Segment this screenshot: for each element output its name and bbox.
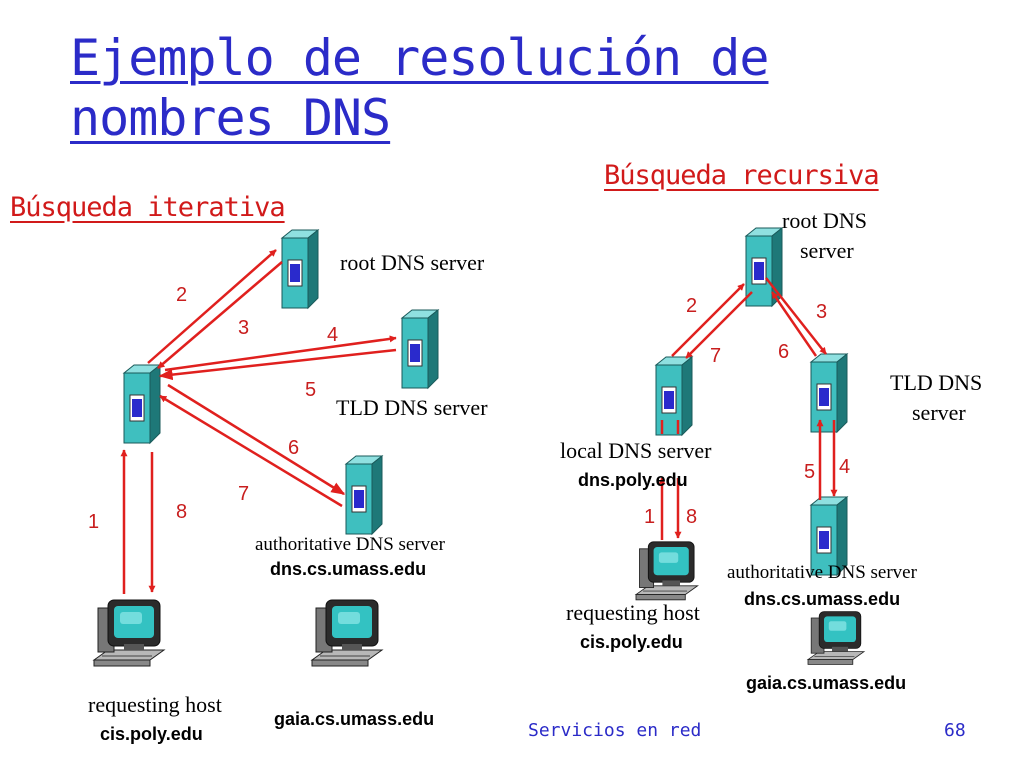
arrow-2 <box>147 249 277 364</box>
server-icon <box>281 229 319 309</box>
arrow-5 <box>158 348 397 381</box>
arrow-6 <box>770 291 818 357</box>
recursive-arrows <box>658 277 838 540</box>
iter-gaia-host: gaia.cs.umass.edu <box>274 709 434 729</box>
arrow-7 <box>159 394 343 508</box>
rec-step-3: 3 <box>816 301 827 323</box>
arrow-3 <box>157 261 283 369</box>
iter-auth-host: dns.cs.umass.edu <box>270 559 426 579</box>
iter-auth-label: authoritative DNS server <box>255 534 446 555</box>
rec-step-6: 6 <box>778 341 789 363</box>
rec-auth-host: dns.cs.umass.edu <box>744 589 900 609</box>
rec-local-host: dns.poly.edu <box>578 470 688 490</box>
iter-step-4: 4 <box>327 324 338 346</box>
recursive-requesting-computer <box>635 541 699 601</box>
iter-step-5: 5 <box>305 379 316 401</box>
rec-requesting-host: cis.poly.edu <box>580 632 683 652</box>
rec-auth-label: authoritative DNS server <box>727 562 918 583</box>
rec-root-label-2: server <box>800 238 854 263</box>
recursive-gaia-computer <box>807 611 865 665</box>
iter-step-1: 1 <box>88 511 99 533</box>
server-icon <box>123 364 161 444</box>
rec-step-4: 4 <box>839 456 850 478</box>
iterative-requesting-computer <box>93 599 165 667</box>
iterative-auth-server <box>345 455 383 535</box>
rec-step-7: 7 <box>710 345 721 367</box>
iter-root-label: root DNS server <box>340 250 485 275</box>
slide-title: Ejemplo de resolución de nombres DNS <box>70 29 769 147</box>
footer-section-name: Servicios en red <box>528 720 702 741</box>
rec-step-2: 2 <box>686 295 697 317</box>
arrow-7 <box>685 291 753 359</box>
rec-local-label: local DNS server <box>560 438 712 463</box>
rec-step-8: 8 <box>686 506 697 528</box>
iter-step-7: 7 <box>238 483 249 505</box>
iter-requesting-label: requesting host <box>88 692 222 717</box>
computer-icon <box>635 541 699 601</box>
iterative-heading: Búsqueda iterativa <box>10 192 286 223</box>
server-icon <box>345 455 383 535</box>
rec-tld-label-1: TLD DNS <box>890 370 982 395</box>
iterative-root-server <box>281 229 319 309</box>
iterative-local-server <box>123 364 161 444</box>
rec-requesting-label: requesting host <box>566 600 700 625</box>
arrow-3 <box>765 277 827 355</box>
server-icon <box>810 353 848 433</box>
page-number: 68 <box>944 720 966 741</box>
iterative-tld-server <box>401 309 439 389</box>
iter-step-3: 3 <box>238 317 249 339</box>
arrow-2 <box>671 283 745 357</box>
computer-icon <box>93 599 165 667</box>
iter-step-8: 8 <box>176 501 187 523</box>
computer-icon <box>311 599 383 667</box>
rec-root-label-1: root DNS <box>782 208 867 233</box>
recursive-heading: Búsqueda recursiva <box>604 160 880 191</box>
iterative-arrows <box>120 249 397 594</box>
rec-step-5: 5 <box>804 461 815 483</box>
rec-gaia-host: gaia.cs.umass.edu <box>746 673 906 693</box>
server-icon <box>401 309 439 389</box>
iterative-gaia-computer <box>311 599 383 667</box>
arrow-4 <box>164 335 397 372</box>
computer-icon <box>807 611 865 665</box>
arrow-6 <box>167 383 346 496</box>
recursive-tld-server <box>810 353 848 433</box>
iter-requesting-host: cis.poly.edu <box>100 724 203 744</box>
iter-step-6: 6 <box>288 437 299 459</box>
rec-step-1: 1 <box>644 506 655 528</box>
iter-tld-label: TLD DNS server <box>336 395 488 420</box>
rec-tld-label-2: server <box>912 400 966 425</box>
iter-step-2: 2 <box>176 284 187 306</box>
